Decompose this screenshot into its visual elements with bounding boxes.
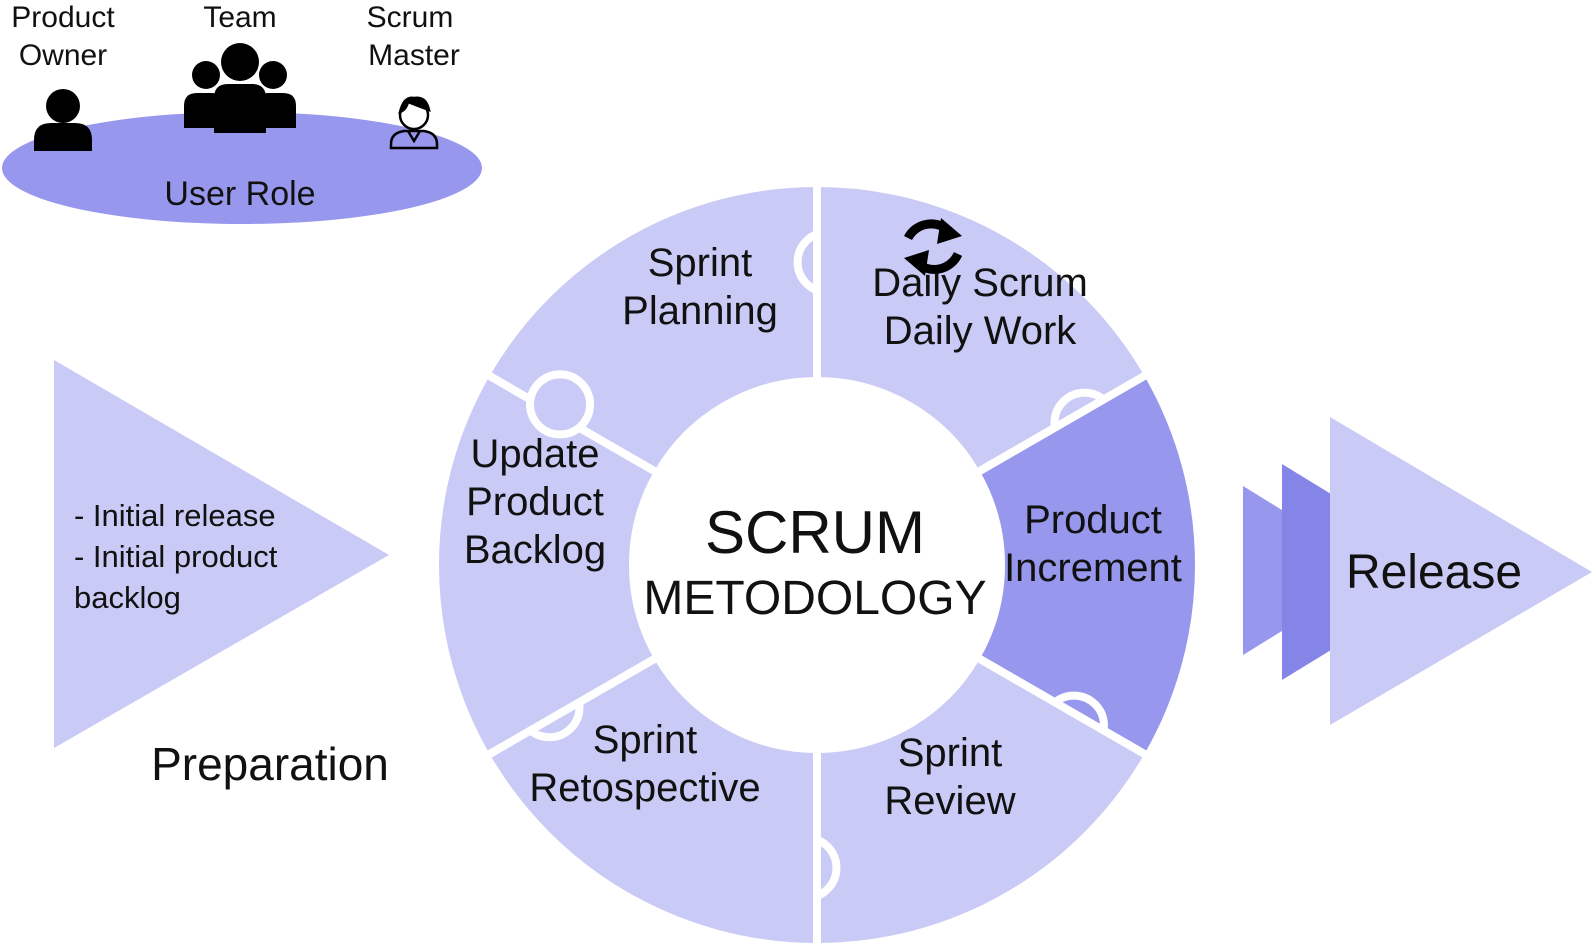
segment-label-sprint-planning-1: Sprint <box>648 241 753 285</box>
segment-label-sprint-review-2: Review <box>884 779 1015 823</box>
release-triangle <box>1330 417 1592 725</box>
scrum-master-label-line2: Master <box>368 39 460 72</box>
product-owner-label-line2: Owner <box>19 39 107 72</box>
preparation-item-3: backlog <box>74 580 181 615</box>
center-subtitle: METODOLOGY <box>643 572 986 625</box>
preparation-group: - Initial release - Initial product back… <box>54 360 389 790</box>
preparation-item-1: - Initial release <box>74 498 276 533</box>
group-icon <box>184 43 296 133</box>
segment-label-product-increment-2: Increment <box>1004 546 1182 590</box>
product-owner-label-line1: Product <box>11 1 115 34</box>
segment-label-update-backlog-1: Update <box>471 432 600 476</box>
segment-label-sprint-retrospective-2: Retospective <box>529 766 760 810</box>
user-role-group: User Role Product Owner Team Scrum Maste… <box>2 1 482 224</box>
preparation-triangle <box>54 360 389 748</box>
segment-label-update-backlog-2: Product <box>466 480 604 524</box>
segment-label-sprint-planning-2: Planning <box>622 289 778 333</box>
team-label: Team <box>203 1 276 34</box>
segment-label-product-increment-1: Product <box>1024 498 1162 542</box>
preparation-title: Preparation <box>151 738 389 790</box>
segment-label-daily-scrum-2: Daily Work <box>884 309 1078 353</box>
segment-label-sprint-review-1: Sprint <box>898 731 1003 775</box>
refresh-cycle-icon <box>903 218 963 276</box>
release-chevron-middle <box>1282 464 1331 680</box>
segment-label-update-backlog-3: Backlog <box>464 528 606 572</box>
release-group: Release <box>1243 417 1592 725</box>
center-circle <box>633 381 1001 749</box>
center-title: SCRUM <box>705 499 925 566</box>
person-outline-icon <box>389 96 439 150</box>
preparation-item-2: - Initial product <box>74 539 278 574</box>
user-role-label: User Role <box>164 175 315 213</box>
segment-label-sprint-retrospective-1: Sprint <box>593 718 698 762</box>
scrum-master-label-line1: Scrum <box>367 1 454 34</box>
user-role-ellipse <box>2 112 482 224</box>
segment-label-daily-scrum-1: Daily Scrum <box>872 261 1088 305</box>
person-icon <box>34 89 92 151</box>
puzzle-knob-update-backlog <box>526 370 595 439</box>
release-label: Release <box>1346 546 1522 599</box>
